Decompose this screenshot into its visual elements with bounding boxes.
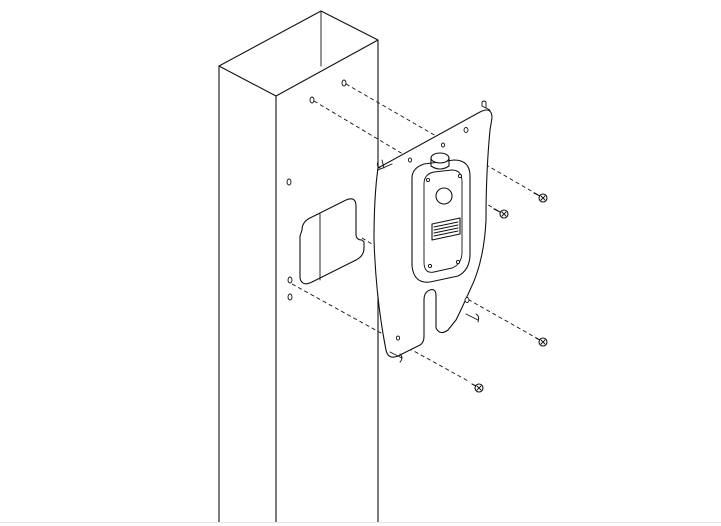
charger-cable-gland: [430, 157, 450, 170]
stud: [465, 313, 480, 323]
post-hole: [287, 293, 293, 301]
unit-screw: [425, 177, 431, 183]
post-hole: [287, 276, 293, 284]
page-bottom-rule: [0, 522, 721, 523]
alignment-line: [461, 295, 541, 341]
charger-display-lines: [433, 221, 459, 237]
post-hole: [286, 178, 292, 186]
stud: [376, 159, 393, 171]
alignment-line: [291, 283, 471, 383]
unit-screw: [455, 259, 461, 265]
screw-bottom-right: [535, 337, 548, 347]
alignment-line: [361, 237, 373, 245]
post-cable-cutout: [299, 198, 365, 285]
screw-top-right: [533, 192, 548, 203]
stud: [389, 351, 403, 363]
plate-hole: [407, 157, 413, 163]
stud: [481, 100, 491, 111]
post-left-face: [218, 65, 277, 523]
plate-hole: [395, 335, 401, 341]
charger-unit: [411, 152, 471, 283]
screw-top-middle: [493, 208, 509, 219]
charger-body: [411, 159, 471, 283]
post-top-opening: [218, 10, 379, 97]
unit-screw: [427, 263, 433, 269]
plate-hole: [463, 127, 469, 133]
plate-hole: [464, 297, 470, 303]
charger-indicator: [435, 187, 453, 205]
charger-cable-gland-top: [430, 152, 450, 164]
post: [218, 10, 379, 523]
screw-bottom-left: [471, 383, 484, 393]
post-hole: [341, 79, 347, 87]
charger-front-face: [423, 169, 463, 273]
plate-hole: [440, 142, 446, 148]
post-hole: [309, 96, 315, 104]
unit-screw: [457, 173, 463, 179]
